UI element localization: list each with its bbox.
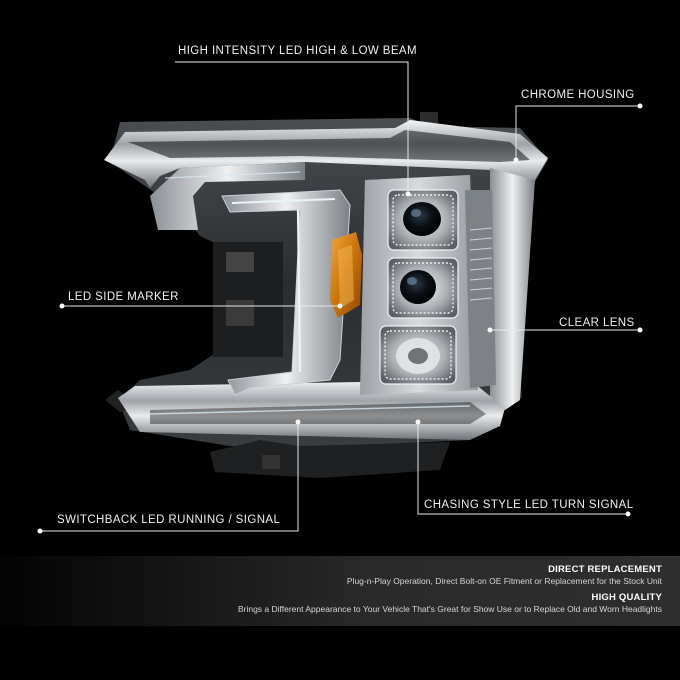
feature-desc-direct-replacement: Plug-n-Play Operation, Direct Bolt-on OE… [346,576,662,586]
feature-banner: DIRECT REPLACEMENT Plug-n-Play Operation… [0,556,680,626]
projector-low-beam [387,257,459,319]
callout-clear-lens: CLEAR LENS [559,317,635,329]
feature-title-high-quality: HIGH QUALITY [591,592,662,603]
projector-fog-reflector [379,325,457,385]
projector-high-beam [387,189,459,251]
running-light-bar [221,189,351,396]
amber-side-marker [330,232,362,318]
feature-title-direct-replacement: DIRECT REPLACEMENT [548,564,662,575]
callout-side-marker: LED SIDE MARKER [68,291,179,303]
callout-turn-signal: CHASING STYLE LED TURN SIGNAL [424,499,634,511]
chrome-housing-frame [104,120,548,440]
callout-lines [37,61,643,534]
feature-desc-high-quality: Brings a Different Appearance to Your Ve… [237,604,662,614]
headlight-image [37,61,643,534]
callout-chrome-housing: CHROME HOUSING [521,89,635,101]
callout-high-low-beam: HIGH INTENSITY LED HIGH & LOW BEAM [178,45,417,57]
callout-running-signal: SWITCHBACK LED RUNNING / SIGNAL [57,514,281,526]
